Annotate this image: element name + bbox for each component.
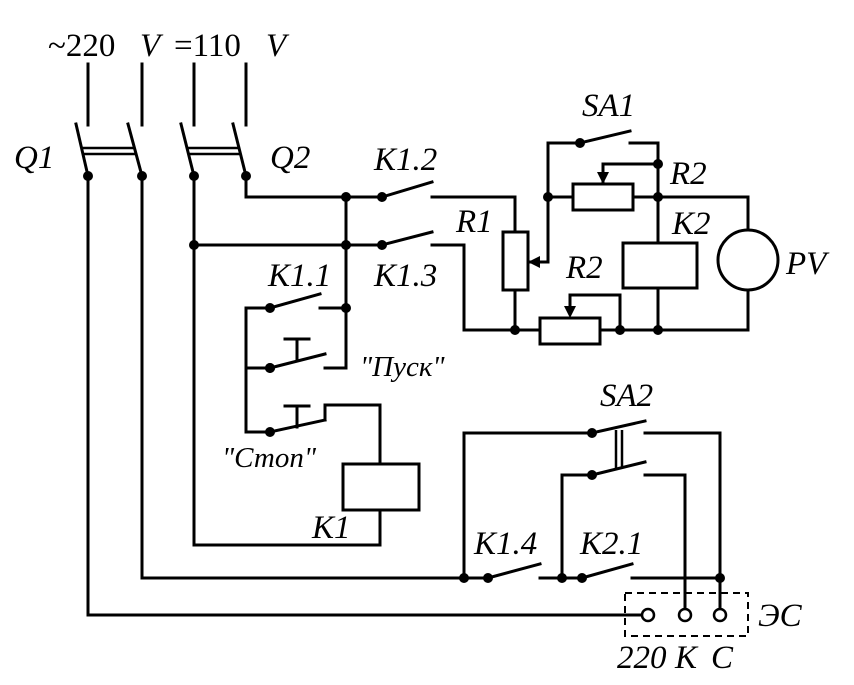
stop-button (244, 403, 382, 466)
r1-label: R1 (455, 204, 493, 240)
coil-k2 (621, 241, 699, 290)
terminal-220-label: 220 (617, 640, 667, 676)
sa2-label: SA2 (600, 378, 653, 414)
es-label: ЭС (758, 598, 803, 634)
voltmeter-pv (716, 228, 780, 292)
ac-supply-label: ~220 (48, 28, 115, 64)
es-terminal-block (624, 592, 749, 637)
breaker-q1 (74, 62, 144, 178)
coil-k1 (341, 462, 421, 512)
k1-1-label: K1.1 (267, 258, 331, 294)
contact-k2-1 (580, 562, 722, 580)
resistor-r2-bottom (538, 316, 602, 346)
resistor-r2-top (571, 182, 635, 212)
resistor-r1 (501, 230, 530, 292)
supply-buses (86, 174, 647, 617)
q2-label: Q2 (270, 140, 310, 176)
k1-3-label: K1.3 (373, 258, 437, 294)
terminal-k-label: К (674, 640, 699, 676)
k1-label: K1 (311, 510, 351, 546)
r2-top-label: R2 (669, 156, 707, 192)
dc-unit-label: V (266, 28, 290, 64)
terminal-c (712, 607, 728, 623)
k2-1-label: K2.1 (579, 526, 643, 562)
terminal-220 (640, 607, 656, 623)
start-button (244, 306, 348, 370)
k1-2-label: K1.2 (373, 142, 437, 178)
ac-unit-label: V (140, 28, 164, 64)
k1-4-label: K1.4 (473, 526, 537, 562)
breaker-q2 (179, 62, 248, 178)
contact-k1-3 (380, 230, 466, 247)
terminal-c-label: С (711, 640, 734, 676)
q1-label: Q1 (14, 140, 54, 176)
switch-sa2 (462, 419, 722, 617)
r2-bottom-label: R2 (565, 250, 603, 286)
stop-label: "Стоп" (222, 442, 317, 474)
dc-supply-label: =110 (174, 28, 241, 64)
start-label: "Пуск" (360, 351, 445, 383)
pv-label: PV (785, 246, 830, 282)
terminal-k (677, 607, 693, 623)
contact-k1-2 (380, 180, 466, 199)
sa1-label: SA1 (582, 88, 635, 124)
k2-label: K2 (671, 206, 711, 242)
